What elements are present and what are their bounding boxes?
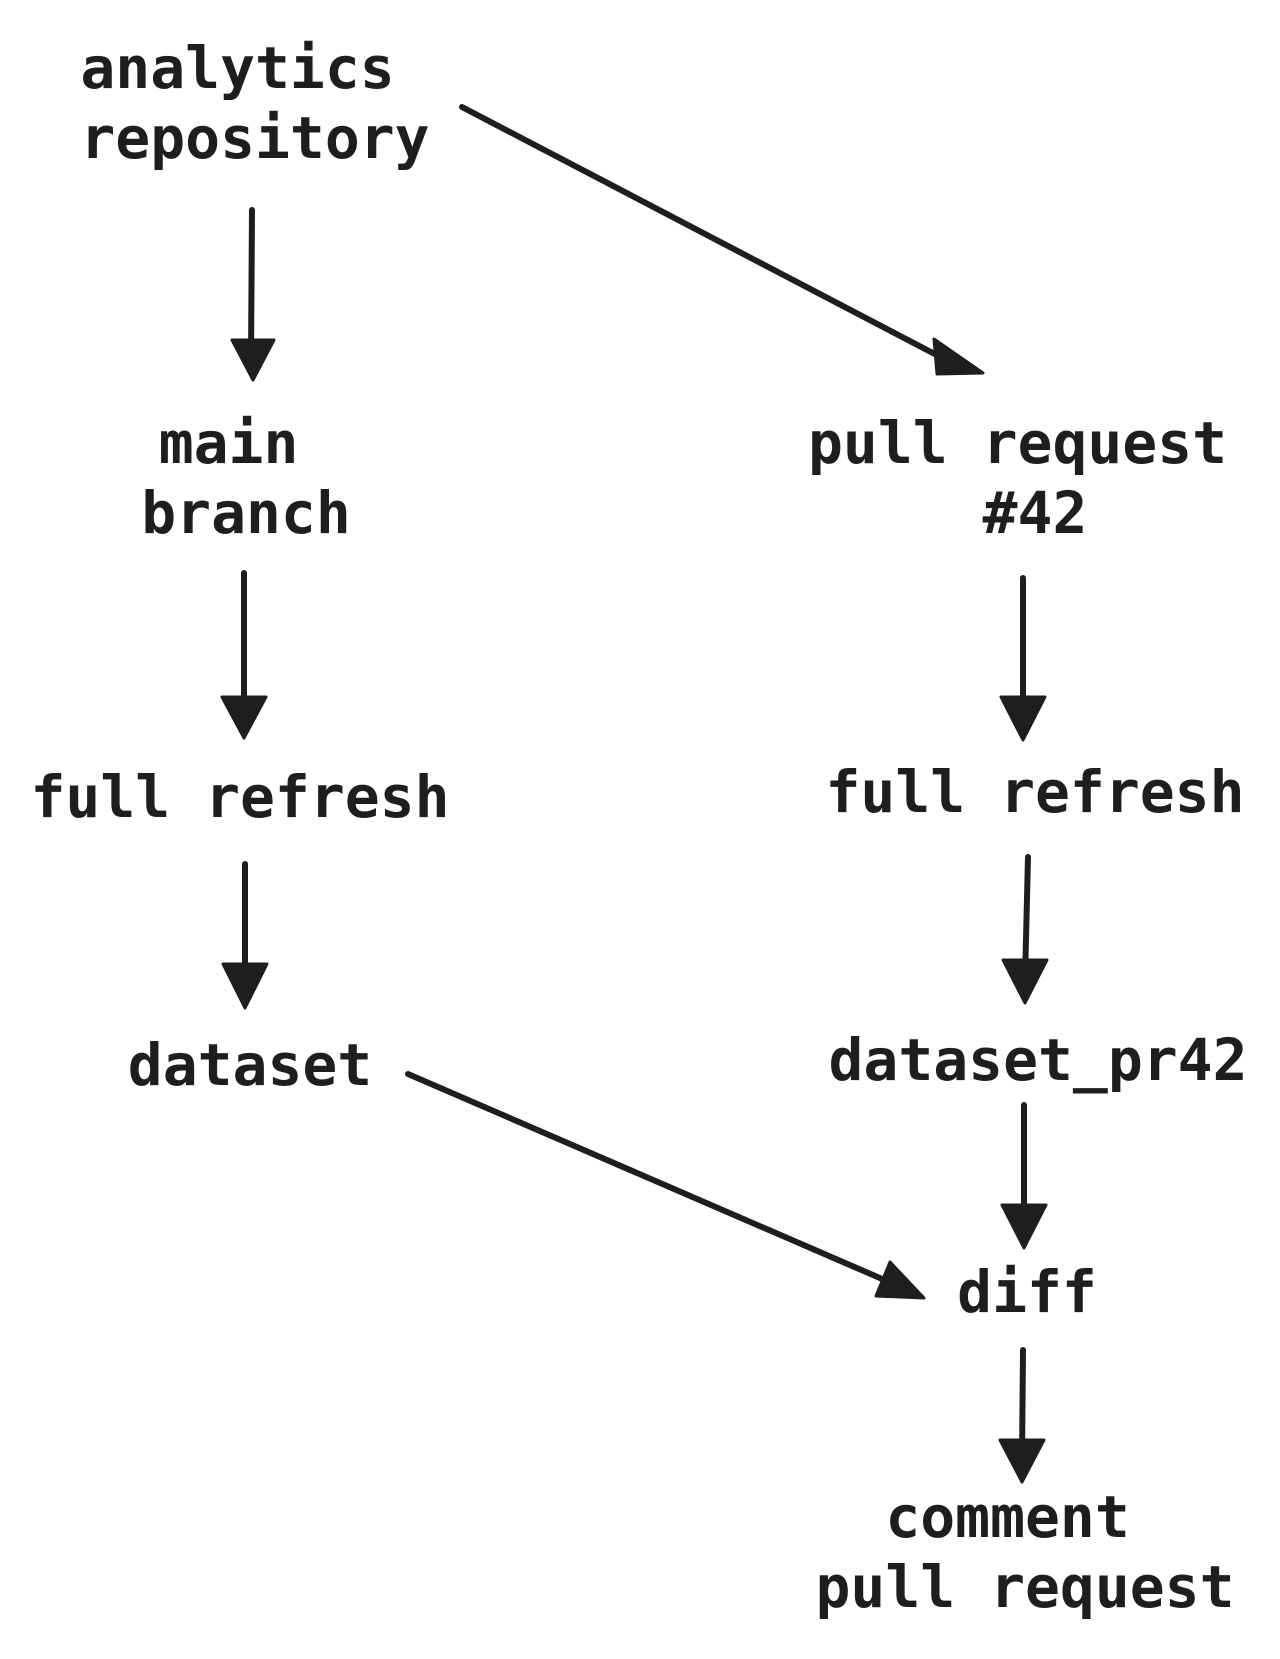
edge-full-refresh-to-dataset-pr42 bbox=[1001, 854, 1049, 1005]
node-comment: comment pull request bbox=[815, 1483, 1234, 1621]
node-full-refresh-main-line-1: full refresh bbox=[30, 763, 449, 831]
edge-repository-to-main-branch bbox=[230, 207, 276, 382]
node-main-branch-line-1: main bbox=[159, 409, 299, 477]
node-diff: diff bbox=[957, 1258, 1097, 1326]
edge-repository-to-pull-request bbox=[459, 104, 985, 376]
edge-dataset-to-diff bbox=[405, 1071, 926, 1300]
node-dataset-pr42-line-1: dataset_pr42 bbox=[828, 1026, 1247, 1094]
edge-dataset-pr42-to-diff bbox=[1000, 1102, 1048, 1250]
node-full-refresh-pr: full refresh bbox=[825, 758, 1244, 826]
node-pull-request-line-1: pull request bbox=[808, 409, 1227, 477]
node-dataset-line-1: dataset bbox=[128, 1031, 372, 1099]
edge-pull-request-to-full-refresh bbox=[999, 575, 1047, 742]
node-analytics-repository-line-2: repository bbox=[80, 104, 429, 172]
node-full-refresh-main: full refresh bbox=[30, 763, 449, 831]
node-dataset: dataset bbox=[128, 1031, 372, 1099]
node-main-branch-line-2: branch bbox=[141, 479, 351, 547]
edge-full-refresh-to-dataset bbox=[221, 861, 269, 1010]
node-analytics-repository: analytics repository bbox=[80, 34, 429, 172]
edge-diff-to-comment bbox=[998, 1347, 1046, 1484]
node-dataset-pr42: dataset_pr42 bbox=[828, 1026, 1247, 1094]
node-comment-line-1: comment bbox=[885, 1483, 1129, 1551]
node-main-branch: main branch bbox=[141, 409, 351, 547]
node-analytics-repository-line-1: analytics bbox=[80, 34, 394, 102]
node-full-refresh-pr-line-1: full refresh bbox=[825, 758, 1244, 826]
edge-main-branch-to-full-refresh bbox=[220, 570, 268, 740]
node-comment-line-2: pull request bbox=[815, 1553, 1234, 1621]
node-pull-request-line-2: #42 bbox=[983, 479, 1088, 547]
node-pull-request: pull request #42 bbox=[808, 409, 1262, 547]
node-diff-line-1: diff bbox=[957, 1258, 1097, 1326]
